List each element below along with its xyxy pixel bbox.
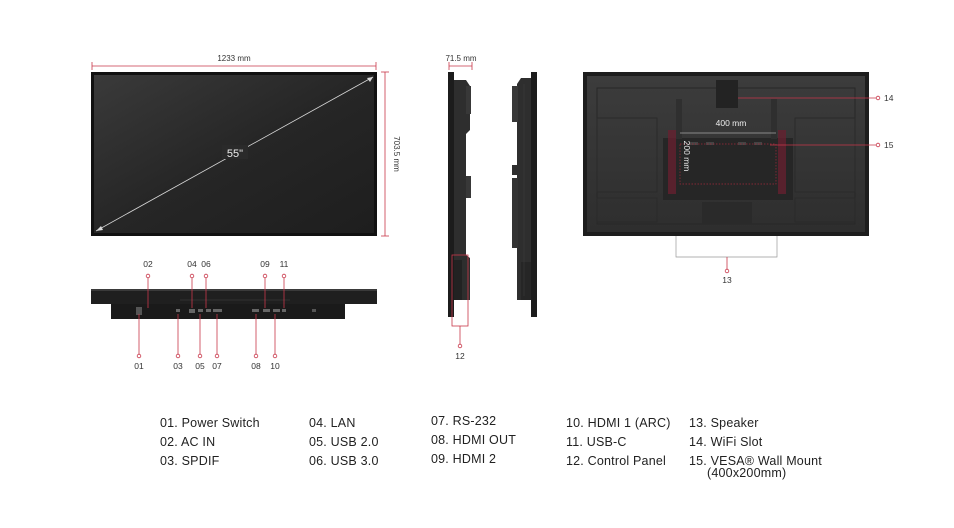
side-view-right — [512, 72, 537, 317]
legend-item: 08. HDMI OUT — [431, 433, 517, 447]
legend-col-4: 10. HDMI 1 (ARC) 11. USB-C 12. Control P… — [566, 414, 671, 471]
callout-13: 13 — [722, 275, 732, 285]
legend-item: 13. Speaker — [689, 416, 759, 430]
legend-item: 12. Control Panel — [566, 454, 666, 468]
legend-item: 07. RS-232 — [431, 414, 497, 428]
svg-text:11: 11 — [280, 259, 289, 269]
svg-text:04: 04 — [187, 259, 197, 269]
depth-label: 71.5 mm — [445, 54, 476, 63]
svg-text:10: 10 — [270, 361, 280, 371]
callout-02: 02 — [143, 259, 153, 308]
legend-item: 04. LAN — [309, 416, 356, 430]
vesa-horizontal-label: 400 mm — [716, 118, 747, 128]
legend-col-3: 07. RS-232 08. HDMI OUT 09. HDMI 2 — [431, 412, 516, 469]
legend-item: 03. SPDIF — [160, 454, 220, 468]
legend-col-1: 01. Power Switch 02. AC IN 03. SPDIF — [160, 414, 260, 471]
callout-07: 07 — [212, 314, 222, 371]
diagonal-label: 55" — [227, 148, 243, 160]
svg-text:06: 06 — [201, 259, 211, 269]
vesa-vertical-label: 200 mm — [682, 141, 692, 172]
legend-item: 11. USB-C — [566, 435, 627, 449]
legend-item: 01. Power Switch — [160, 416, 260, 430]
legend-item: 02. AC IN — [160, 435, 216, 449]
back-view: 400 mm 200 mm 14 15 13 — [583, 72, 894, 285]
legend-col-5: 13. Speaker 14. WiFi Slot 15. VESA® Wall… — [689, 414, 822, 480]
callout-01: 01 — [134, 314, 144, 371]
wifi-slot — [716, 80, 738, 108]
side-panel-left — [448, 72, 454, 317]
legend-item: 14. WiFi Slot — [689, 435, 763, 449]
width-label: 1233 mm — [217, 54, 251, 63]
side-panel-right — [531, 72, 537, 317]
callout-09: 09 — [260, 259, 270, 308]
callout-14: 14 — [884, 93, 894, 103]
svg-text:08: 08 — [251, 361, 261, 371]
callout-03: 03 — [173, 314, 183, 371]
callout-04: 04 — [187, 259, 197, 308]
height-label: 703.5 mm — [392, 136, 401, 172]
svg-text:02: 02 — [143, 259, 153, 269]
svg-text:05: 05 — [195, 361, 205, 371]
svg-text:07: 07 — [212, 361, 222, 371]
callout-05: 05 — [195, 314, 205, 371]
legend-item-continuation: (400x200mm) — [707, 466, 787, 480]
legend-item: 09. HDMI 2 — [431, 452, 497, 466]
svg-text:01: 01 — [134, 361, 144, 371]
legend-item: 15. VESA® Wall Mount — [689, 454, 822, 468]
callout-11: 11 — [280, 259, 289, 308]
callout-10: 10 — [270, 314, 280, 371]
callout-15: 15 — [884, 140, 894, 150]
bottom-panel — [91, 289, 377, 304]
front-view: 1233 mm 703.5 mm 55" — [91, 54, 401, 237]
legend-item: 10. HDMI 1 (ARC) — [566, 416, 671, 430]
legend-item: 05. USB 2.0 — [309, 435, 379, 449]
legend-col-2: 04. LAN 05. USB 2.0 06. USB 3.0 — [309, 414, 379, 471]
legend-item: 06. USB 3.0 — [309, 454, 379, 468]
callout-06: 06 — [201, 259, 211, 308]
callout-12: 12 — [455, 351, 465, 361]
svg-text:09: 09 — [260, 259, 270, 269]
bottom-connector-bay — [111, 304, 345, 319]
side-view-left: 71.5 mm 12 — [445, 54, 476, 361]
vesa-mount-plate — [663, 138, 793, 200]
svg-text:03: 03 — [173, 361, 183, 371]
bottom-view: 02 04 06 09 11 01 — [91, 259, 377, 371]
callout-08: 08 — [251, 314, 261, 371]
